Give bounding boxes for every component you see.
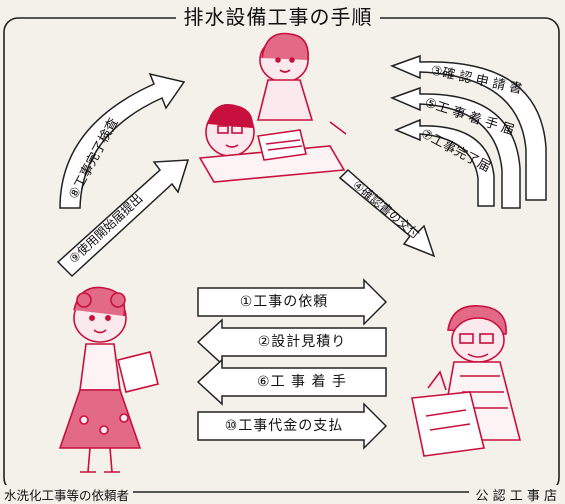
arrow-s5 <box>389 86 521 209</box>
horizontal-arrows <box>196 278 388 450</box>
client-girl-illustration <box>58 286 159 473</box>
contractor-illustration <box>411 305 522 457</box>
label-s2: ②設計見積り <box>257 334 347 350</box>
title-backdrop <box>176 2 380 32</box>
arrow-s4 <box>338 168 436 258</box>
arrow-s2 <box>196 318 387 366</box>
consultation-illustration <box>198 32 347 183</box>
arrow-s7 <box>394 118 495 207</box>
arrow-s10 <box>197 402 388 450</box>
label-s4: ④確認書の交付 <box>350 177 423 242</box>
arrow-s8 <box>59 72 186 209</box>
label-s6: ⑥工 事 着 手 <box>257 374 347 390</box>
contractor-caption: 公 認 工 事 店 <box>469 485 559 504</box>
label-s1: ①工事の依頼 <box>239 294 329 310</box>
page-title: 排水設備工事の手順 <box>183 5 373 29</box>
arrow-s1 <box>197 278 388 326</box>
client-caption: 水洗化工事等の依頼者 <box>4 485 134 504</box>
arrow-s6 <box>196 358 387 406</box>
arrow-s9 <box>56 159 190 278</box>
arrow-s3 <box>389 54 547 201</box>
label-s10: ⑩工事代金の支払 <box>224 418 344 434</box>
curved-arrows-right <box>389 54 547 209</box>
